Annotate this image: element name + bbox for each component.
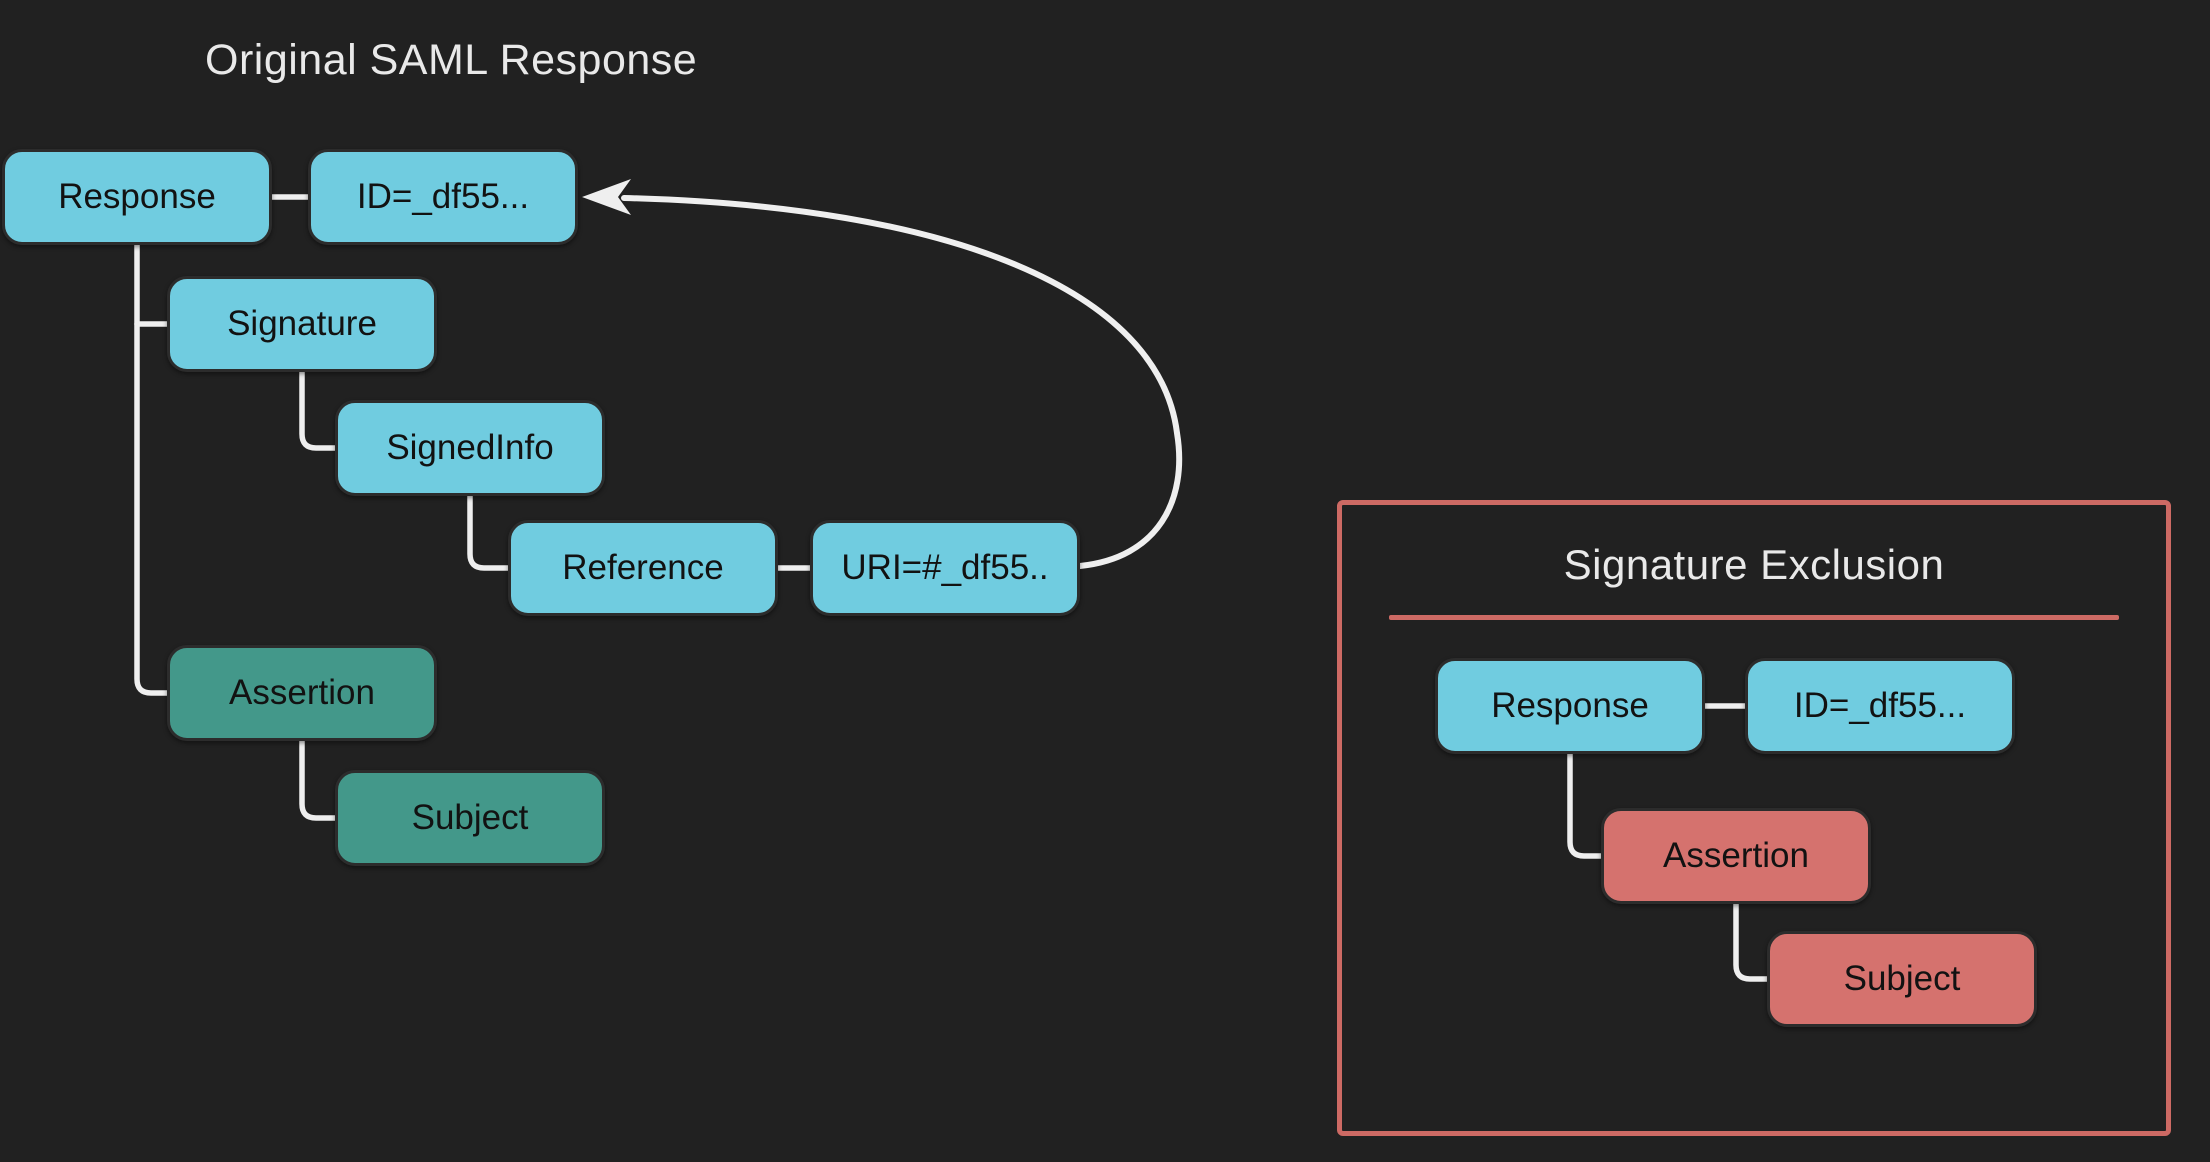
node-response: Response bbox=[2, 149, 272, 245]
signature-exclusion-panel: Signature Exclusion bbox=[1337, 500, 2171, 1136]
node-uri-attribute-label: URI=#_df55.. bbox=[841, 548, 1049, 587]
node-signedinfo: SignedInfo bbox=[335, 400, 605, 496]
excl-node-assertion-label: Assertion bbox=[1663, 836, 1809, 875]
node-signedinfo-label: SignedInfo bbox=[386, 428, 554, 467]
uri-to-id-arrow bbox=[621, 195, 1183, 569]
node-subject: Subject bbox=[335, 770, 605, 866]
node-reference: Reference bbox=[508, 520, 778, 616]
excl-node-id-attribute-label: ID=_df55... bbox=[1793, 686, 1967, 725]
connector-signature-signedinfo bbox=[299, 369, 338, 451]
node-reference-label: Reference bbox=[562, 548, 724, 587]
node-assertion-label: Assertion bbox=[229, 673, 375, 712]
left-diagram-title: Original SAML Response bbox=[205, 36, 698, 84]
connector-excl-response-assertion bbox=[1567, 751, 1604, 859]
node-subject-label: Subject bbox=[411, 798, 529, 837]
excl-node-response: Response bbox=[1435, 658, 1705, 754]
node-signature: Signature bbox=[167, 276, 437, 372]
excl-node-subject-label: Subject bbox=[1843, 959, 1961, 998]
node-response-label: Response bbox=[58, 177, 216, 216]
excl-node-subject: Subject bbox=[1767, 931, 2037, 1027]
node-signature-label: Signature bbox=[227, 304, 377, 343]
excl-node-id-attribute: ID=_df55... bbox=[1745, 658, 2015, 754]
panel-title: Signature Exclusion bbox=[1563, 541, 1945, 588]
excl-node-response-label: Response bbox=[1491, 686, 1649, 725]
connector-assertion-subject bbox=[299, 738, 338, 821]
panel-title-underline bbox=[1389, 615, 2119, 620]
arrow-head-icon bbox=[582, 179, 631, 215]
node-id-attribute-label: ID=_df55... bbox=[356, 177, 530, 216]
node-assertion: Assertion bbox=[167, 645, 437, 741]
connector-excl-assertion-subject bbox=[1733, 901, 1770, 982]
node-id-attribute: ID=_df55... bbox=[308, 149, 578, 245]
excl-node-assertion: Assertion bbox=[1601, 808, 1871, 904]
connector-response-assertion bbox=[134, 242, 170, 696]
connector-signedinfo-reference bbox=[467, 493, 511, 571]
node-uri-attribute: URI=#_df55.. bbox=[810, 520, 1080, 616]
